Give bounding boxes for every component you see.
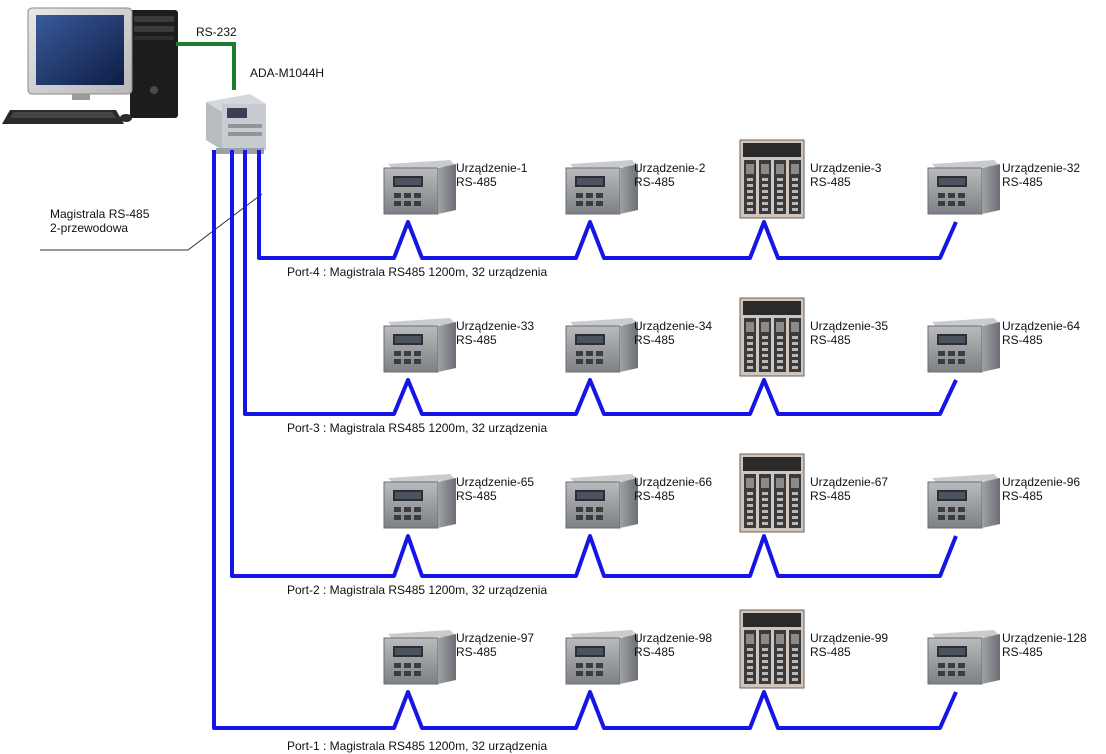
device-name-label: Urządzenie-99 <box>810 631 888 645</box>
device-name-label: Urządzenie-1 <box>456 161 528 175</box>
device-interface-label: RS-485 <box>456 175 497 189</box>
device-name-label: Urządzenie-128 <box>1002 631 1087 645</box>
device-name-label: Urządzenie-98 <box>634 631 712 645</box>
bus-lines <box>212 150 958 730</box>
meter-device-icon <box>565 630 638 685</box>
device-name-label: Urządzenie-96 <box>1002 475 1080 489</box>
plc-device-icon <box>739 297 805 377</box>
device-name-label: Urządzenie-35 <box>810 319 888 333</box>
device-name-label: Urządzenie-33 <box>456 319 534 333</box>
device-name-label: Urządzenie-66 <box>634 475 712 489</box>
plc-device-icon <box>739 609 805 689</box>
meter-device-icon <box>927 630 1000 685</box>
device-name-label: Urządzenie-97 <box>456 631 534 645</box>
device-name-label: Urządzenie-34 <box>634 319 712 333</box>
meter-device-icon <box>927 474 1000 529</box>
device-interface-label: RS-485 <box>810 333 851 347</box>
meter-device-icon <box>565 160 638 215</box>
meter-device-icon <box>927 318 1000 373</box>
meter-device-icon <box>565 474 638 529</box>
device-interface-label: RS-485 <box>1002 333 1043 347</box>
plc-device-icon <box>739 453 805 533</box>
bus-note-line1: Magistrala RS-485 <box>50 207 150 221</box>
device-name-label: Urządzenie-2 <box>634 161 706 175</box>
device-interface-label: RS-485 <box>1002 645 1043 659</box>
meter-device-icon <box>383 160 456 215</box>
device-interface-label: RS-485 <box>456 333 497 347</box>
converter-label: ADA-M1044H <box>250 66 324 80</box>
rs485-bus-line <box>257 150 958 260</box>
rs485-bus-line <box>243 150 958 416</box>
port-caption: Port-3 : Magistrala RS485 1200m, 32 urzą… <box>287 421 547 435</box>
device-interface-label: RS-485 <box>456 489 497 503</box>
bus-note-line2: 2-przewodowa <box>50 221 128 235</box>
device-interface-label: RS-485 <box>810 175 851 189</box>
device-interface-label: RS-485 <box>456 645 497 659</box>
port-caption: Port-2 : Magistrala RS485 1200m, 32 urzą… <box>287 583 547 597</box>
rs485-bus-line <box>212 150 958 730</box>
port-caption: Port-1 : Magistrala RS485 1200m, 32 urzą… <box>287 739 547 753</box>
device-name-label: Urządzenie-65 <box>456 475 534 489</box>
device-interface-label: RS-485 <box>634 333 675 347</box>
device-interface-label: RS-485 <box>1002 489 1043 503</box>
converter-device-icon <box>206 94 266 154</box>
pc-computer-icon <box>2 7 178 124</box>
meter-device-icon <box>383 318 456 373</box>
bus-note-leader <box>40 193 263 251</box>
rs232-cable <box>176 42 236 90</box>
meter-device-icon <box>383 630 456 685</box>
rs485-bus-line <box>230 150 958 578</box>
device-name-label: Urządzenie-64 <box>1002 319 1080 333</box>
device-interface-label: RS-485 <box>810 489 851 503</box>
device-interface-label: RS-485 <box>634 489 675 503</box>
device-interface-label: RS-485 <box>634 175 675 189</box>
rs232-label: RS-232 <box>196 25 237 39</box>
meter-device-icon <box>383 474 456 529</box>
device-interface-label: RS-485 <box>1002 175 1043 189</box>
labels-layer: Urządzenie-1RS-485Urządzenie-2RS-485Urzą… <box>287 161 1087 753</box>
meter-device-icon <box>565 318 638 373</box>
port-caption: Port-4 : Magistrala RS485 1200m, 32 urzą… <box>287 265 547 279</box>
device-interface-label: RS-485 <box>634 645 675 659</box>
device-interface-label: RS-485 <box>810 645 851 659</box>
device-name-label: Urządzenie-67 <box>810 475 888 489</box>
device-icons <box>383 139 1000 689</box>
plc-device-icon <box>739 139 805 219</box>
device-name-label: Urządzenie-3 <box>810 161 882 175</box>
device-name-label: Urządzenie-32 <box>1002 161 1080 175</box>
meter-device-icon <box>927 160 1000 215</box>
